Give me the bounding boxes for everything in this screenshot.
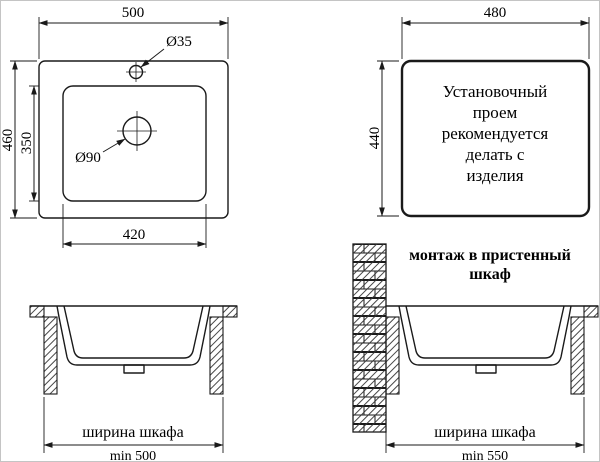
dim-label-cutout-height: 440 xyxy=(367,127,383,150)
dim-label-cutout-width: 480 xyxy=(484,5,507,21)
leader-line-faucet xyxy=(140,48,165,68)
dim-label-drain-hole: Ø90 xyxy=(75,150,101,166)
cutout-note-line: делать с xyxy=(466,145,525,164)
drain-stub xyxy=(123,364,145,374)
dim-label-bowl-width: 420 xyxy=(123,227,146,243)
cutout-note-line: изделия xyxy=(466,166,523,185)
top-view: 500 Ø35 Ø90 460 350 420 xyxy=(1,5,229,248)
sink-outline xyxy=(38,60,229,219)
cutout-note-line: проем xyxy=(473,103,518,122)
cabinet-width-min-value: min 550 xyxy=(462,449,508,462)
bowl-section-inner xyxy=(405,305,565,359)
dim-label-overall-width: 500 xyxy=(122,5,145,21)
cutout-note-line: рекомендуется xyxy=(442,124,549,143)
wall-mount-title-line: шкаф xyxy=(469,266,511,283)
cutout-view: 480 440 Установочный проем рекомендуется… xyxy=(367,5,591,218)
cabinet-width-min-value: min 500 xyxy=(110,449,156,462)
cutout-outline xyxy=(400,59,591,218)
leader-line-drain xyxy=(102,138,126,153)
bowl-section-outer xyxy=(56,305,211,366)
sink-rim-left-edge xyxy=(29,305,45,318)
dim-label-bowl-height: 350 xyxy=(19,132,35,155)
wall-mount-title-line: монтаж в пристенный xyxy=(409,247,571,264)
cabinet-left-wall xyxy=(43,316,58,395)
sink-rim-right-edge xyxy=(583,305,599,318)
drain-stub xyxy=(475,364,497,374)
cabinet-width-label: ширина шкафа xyxy=(82,424,184,441)
section-wall-mount-cabinet: монтаж в пристенный шкаф ширина шкафа mi… xyxy=(352,243,599,462)
cabinet-width-label: ширина шкафа xyxy=(434,424,536,441)
cabinet-right-wall xyxy=(570,316,585,395)
dim-label-overall-height: 460 xyxy=(1,129,16,152)
bowl-outline xyxy=(62,85,207,202)
cabinet-left-wall xyxy=(385,316,400,395)
bowl-section-inner xyxy=(63,305,204,359)
cutout-note-line: Установочный xyxy=(443,82,547,101)
cabinet-right-wall xyxy=(209,316,224,395)
section-standard-cabinet: ширина шкафа min 500 xyxy=(29,305,238,462)
sink-rim-right-edge xyxy=(222,305,238,318)
brick-wall-hatch xyxy=(353,244,386,432)
bowl-section-outer xyxy=(398,305,572,366)
dim-label-faucet-hole: Ø35 xyxy=(166,34,192,50)
